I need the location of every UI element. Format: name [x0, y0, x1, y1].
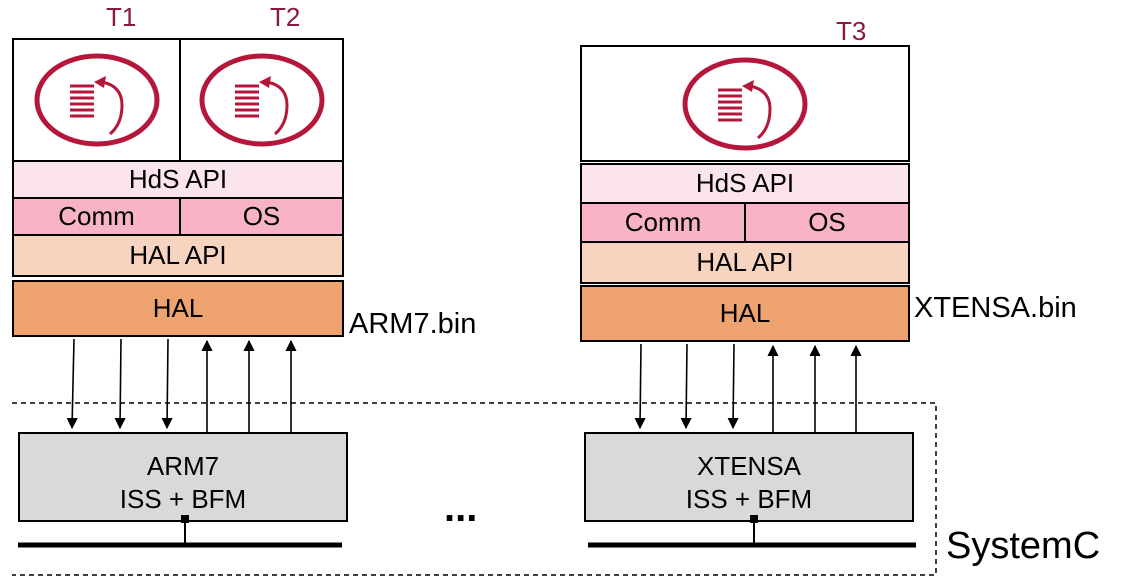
comm-layer: Comm — [580, 202, 746, 243]
hal-api-layer: HAL API — [580, 241, 910, 284]
iss-title: ARM7 — [146, 451, 220, 481]
iss-subtitle: ISS + BFM — [119, 484, 247, 514]
thread-label-t1: T1 — [106, 2, 137, 32]
arrow-down — [161, 338, 173, 430]
bus-port — [181, 515, 189, 523]
iss-title: XTENSA — [696, 451, 802, 481]
task-loop-icon — [199, 53, 324, 147]
task-box-t3 — [580, 45, 910, 162]
arrow-down — [680, 343, 692, 430]
task-box-t1 — [12, 38, 181, 162]
task-loop-icon — [34, 53, 159, 147]
binary-label-arm7: ARM7.bin — [349, 308, 477, 340]
comm-layer: Comm — [12, 197, 181, 236]
arrow-down — [727, 343, 739, 430]
ellipsis: ... — [444, 486, 478, 530]
systemc-label: SystemC — [946, 525, 1101, 567]
arrow-down — [114, 338, 126, 430]
task-loop-icon — [682, 57, 808, 150]
task-box-t2 — [179, 38, 344, 162]
bus-port — [750, 515, 758, 523]
hds-api-layer: HdS API — [580, 163, 910, 204]
thread-label-t2: T2 — [270, 2, 301, 32]
hal-layer: HAL — [580, 285, 910, 342]
hal-layer: HAL — [12, 280, 344, 337]
hal-api-layer: HAL API — [12, 234, 344, 277]
arrow-down — [66, 338, 78, 430]
arrow-down — [634, 343, 646, 430]
binary-label-xtensa: XTENSA.bin — [914, 292, 1077, 324]
iss-block-xtensa: XTENSA ISS + BFM — [584, 432, 914, 522]
iss-subtitle: ISS + BFM — [685, 484, 813, 514]
systemc-boundary — [12, 402, 937, 576]
thread-label-t3: T3 — [836, 16, 867, 46]
